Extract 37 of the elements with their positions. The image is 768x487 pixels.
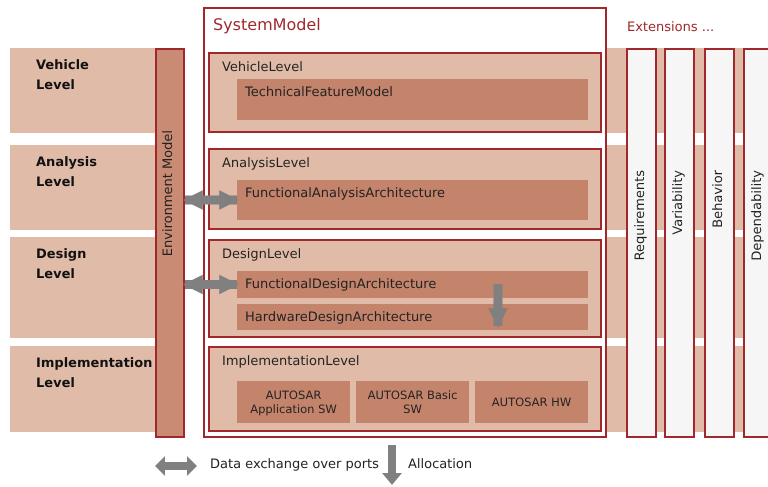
level-title: ImplementationLevel [222, 354, 360, 369]
level-title: AnalysisLevel [222, 156, 310, 171]
level-band: Design Level [10, 237, 155, 338]
level-title: DesignLevel [222, 247, 302, 262]
model-title: SystemModel [213, 15, 321, 34]
model-box: FunctionalDesignArchitecture [237, 271, 588, 298]
block-arrow [183, 190, 239, 210]
column-title: Environment Model [161, 130, 176, 256]
level-band: Implementation Level [10, 346, 155, 432]
block-arrow [183, 274, 239, 294]
level-box [208, 346, 602, 432]
system-model-box [203, 7, 607, 438]
level-title: VehicleLevel [222, 60, 303, 75]
model-box: AUTOSAR HW [475, 381, 588, 423]
legend-label: Allocation [408, 457, 472, 472]
extension-column [743, 48, 768, 438]
extension-column [704, 48, 735, 438]
environment-model-column [155, 48, 185, 438]
level-box [208, 148, 602, 230]
level-band: Vehicle Level [10, 48, 155, 133]
level-box [208, 52, 602, 133]
level-band: Analysis Level [10, 145, 155, 230]
column-title: Variability [670, 170, 686, 235]
level-box [208, 239, 602, 338]
block-arrow [488, 284, 508, 328]
model-box: AUTOSAR Basic SW [356, 381, 469, 423]
legend-label: Data exchange over ports [210, 457, 379, 472]
model-box: FunctionalAnalysisArchitecture [237, 180, 588, 220]
section-heading: Extensions ... [627, 20, 714, 35]
model-box: AUTOSAR Application SW [237, 381, 350, 423]
model-box: TechnicalFeatureModel [237, 79, 588, 120]
column-title: Requirements [632, 170, 648, 260]
column-title: Behavior [710, 170, 726, 228]
extension-column [626, 48, 657, 438]
model-box: HardwareDesignArchitecture [237, 304, 588, 330]
column-title: Dependability [750, 170, 764, 261]
extension-column [664, 48, 695, 438]
